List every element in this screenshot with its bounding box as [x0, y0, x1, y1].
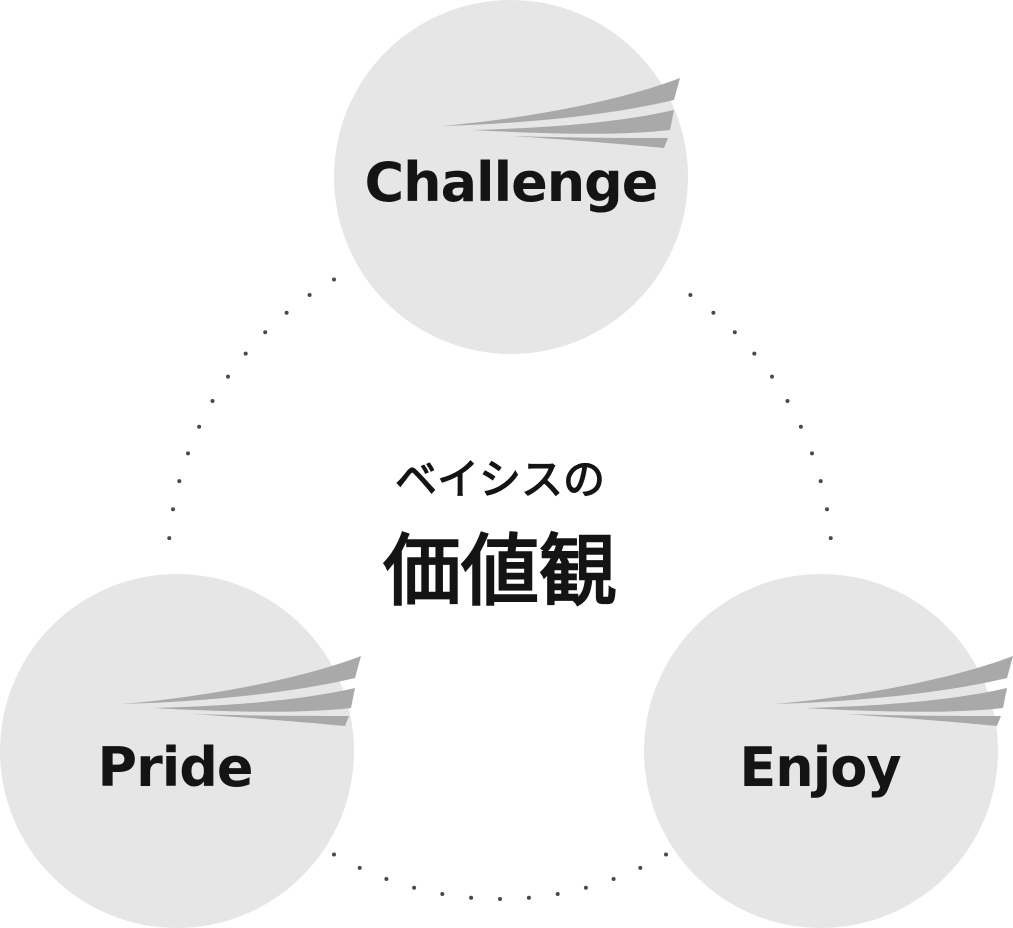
- ring-dot: [243, 351, 248, 356]
- ring-dot: [357, 865, 362, 870]
- center-title: 価値観: [382, 527, 617, 617]
- ring-dot: [332, 277, 336, 282]
- value-challenge: Challenge: [334, 0, 688, 354]
- ring-dot: [226, 374, 230, 379]
- enjoy-label: Enjoy: [739, 736, 901, 799]
- center-subtitle: ベイシスの: [395, 455, 605, 504]
- challenge-swoosh-icon: [442, 78, 680, 148]
- ring-dot: [210, 399, 215, 403]
- ring-dot: [828, 536, 833, 541]
- ring-dot: [732, 330, 737, 335]
- ring-dot: [785, 399, 790, 403]
- ring-dot: [284, 310, 289, 315]
- ring-dot: [526, 895, 531, 900]
- pride-swoosh-icon: [123, 656, 361, 726]
- ring-dot: [583, 885, 588, 890]
- ring-dot: [688, 293, 693, 297]
- ring-dot: [177, 479, 182, 484]
- value-enjoy: Enjoy: [644, 574, 1013, 928]
- ring-dot: [611, 877, 616, 881]
- ring-dot: [818, 479, 823, 484]
- ring-dot: [412, 885, 417, 890]
- ring-dot: [197, 424, 202, 429]
- ring-dot: [332, 852, 336, 857]
- ring-dot: [810, 451, 814, 456]
- ring-dot: [384, 877, 389, 881]
- dotted-connector-ring: [167, 277, 833, 901]
- ring-dot: [555, 892, 560, 896]
- challenge-circle: [334, 0, 688, 354]
- ring-dot: [171, 507, 175, 512]
- enjoy-swoosh-icon: [775, 656, 1013, 726]
- ring-dot: [752, 351, 757, 356]
- ring-dot: [186, 451, 190, 456]
- ring-dot: [263, 330, 268, 335]
- ring-dot: [664, 852, 668, 857]
- enjoy-circle: [644, 574, 998, 928]
- ring-dot: [638, 865, 643, 870]
- ring-dot: [825, 507, 829, 512]
- ring-dot: [167, 536, 172, 541]
- pride-circle: [0, 574, 354, 928]
- pride-label: Pride: [98, 736, 253, 799]
- ring-dot: [498, 897, 502, 901]
- challenge-label: Challenge: [365, 151, 658, 214]
- ring-dot: [798, 424, 803, 429]
- ring-dot: [770, 374, 774, 379]
- ring-dot: [440, 892, 445, 896]
- ring-dot: [307, 293, 312, 297]
- ring-dot: [469, 895, 474, 900]
- ring-dot: [711, 310, 716, 315]
- value-pride: Pride: [0, 574, 361, 928]
